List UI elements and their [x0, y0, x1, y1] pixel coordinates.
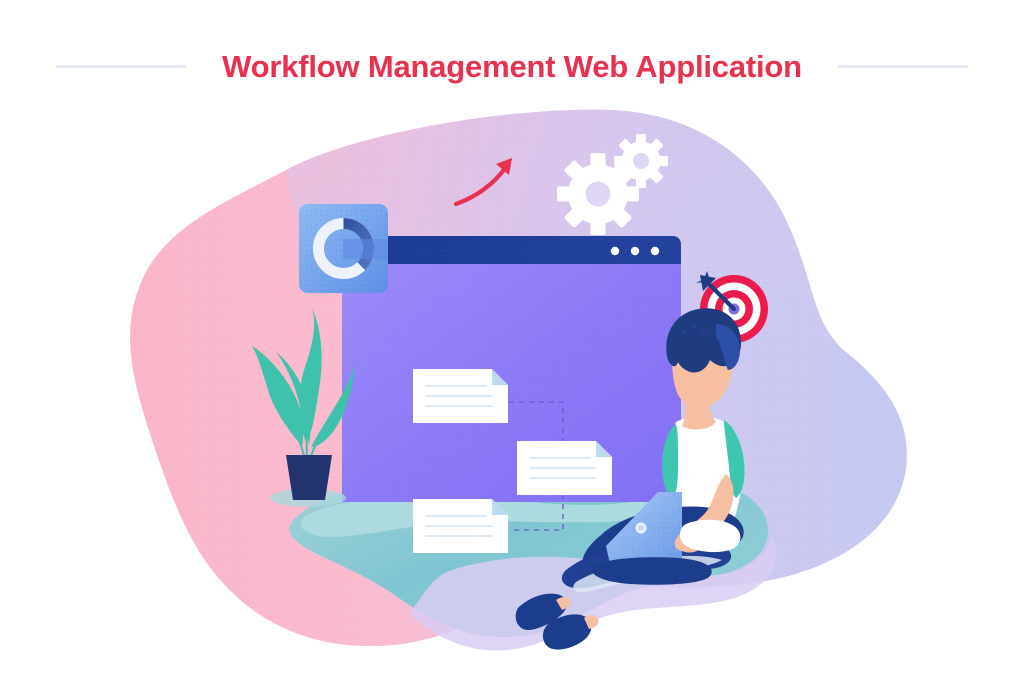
- browser-dot-1[interactable]: [610, 246, 620, 256]
- dart-tail: [696, 271, 710, 283]
- doc-2-lines: [530, 457, 597, 479]
- person-hair-highlight: [716, 324, 740, 370]
- laptop-logo-inner: [638, 525, 644, 531]
- growth-arrow-curve: [453, 164, 509, 207]
- gears-icon: [557, 134, 668, 235]
- person-with-laptop: [515, 308, 745, 650]
- header-rule-right: [837, 64, 968, 68]
- person-ankle-right: [584, 615, 599, 629]
- workflow-management-illustration: [130, 109, 907, 651]
- workflow-doc-2[interactable]: [517, 441, 612, 495]
- doc-3-fold: [492, 499, 508, 515]
- donut-card-accent: [343, 239, 388, 259]
- browser-dot-2[interactable]: [630, 246, 640, 256]
- laptop-base: [591, 557, 712, 585]
- ground-blob: [289, 483, 777, 651]
- header-rule-left: [56, 64, 187, 68]
- person-shirt-hem: [680, 519, 741, 553]
- doc-1-lines: [425, 385, 493, 407]
- connector-2-3: [509, 474, 564, 531]
- potted-plant: [252, 308, 354, 507]
- plant-stems: [275, 383, 343, 457]
- workflow-doc-1[interactable]: [413, 369, 508, 423]
- person-shoe-right: [542, 614, 592, 650]
- illustration-stage: [0, 84, 1024, 688]
- page-title: Workflow Management Web Application: [222, 48, 802, 84]
- person-sleeve-right: [724, 420, 745, 498]
- donut-chart-card[interactable]: [299, 204, 388, 293]
- ground-shape-light: [300, 494, 722, 537]
- person-hair: [666, 308, 742, 373]
- donut-segment-highlight: [343, 217, 375, 271]
- person-shoe-left: [515, 593, 567, 630]
- dart-icon: [696, 271, 737, 312]
- ground-shape-violet: [410, 536, 777, 651]
- person-sleeve-left: [662, 424, 678, 498]
- gear-small-icon: [614, 134, 668, 188]
- person-ankle-left: [556, 597, 571, 610]
- browser-window[interactable]: [342, 236, 681, 553]
- browser-dots[interactable]: [610, 246, 660, 256]
- laptop[interactable]: [591, 492, 712, 585]
- plant-leaf-3: [311, 366, 354, 447]
- workflow-doc-3[interactable]: [413, 499, 508, 553]
- gear-large-icon: [557, 153, 639, 235]
- doc-1-fold: [492, 369, 508, 385]
- doc-2-fold: [596, 441, 612, 457]
- doc-3-lines: [425, 515, 493, 537]
- window-texture: [342, 244, 681, 502]
- growth-arrow-head: [496, 158, 512, 175]
- plant-pot: [286, 455, 332, 500]
- browser-dot-3[interactable]: [650, 246, 660, 256]
- dart-shaft: [704, 279, 737, 312]
- page-header: Workflow Management Web Application: [0, 40, 1024, 92]
